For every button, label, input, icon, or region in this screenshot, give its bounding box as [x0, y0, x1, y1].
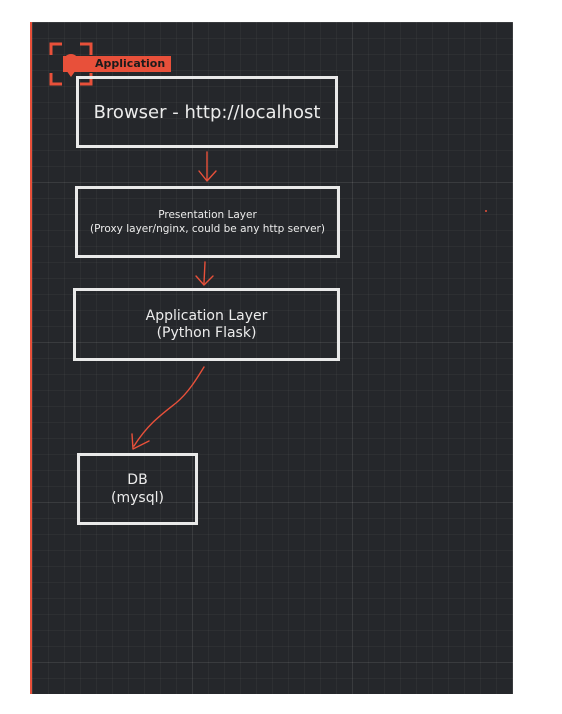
db-box-line-1: DB — [127, 472, 148, 488]
browser-box[interactable]: Browser - http://localhost — [76, 76, 338, 148]
db-box[interactable]: DB (mysql) — [77, 453, 198, 525]
frame-label[interactable]: Application — [63, 56, 172, 72]
presentation-box-line-2: (Proxy layer/nginx, could be any http se… — [90, 223, 325, 235]
stray-mark — [485, 210, 487, 212]
presentation-layer-box[interactable]: Presentation Layer (Proxy layer/nginx, c… — [75, 186, 340, 258]
browser-box-line-1: Browser - http://localhost — [93, 101, 321, 123]
presentation-box-line-1: Presentation Layer — [158, 209, 257, 221]
application-box-line-1: Application Layer — [145, 307, 268, 324]
application-box-line-2: (Python Flask) — [156, 324, 257, 341]
application-layer-box[interactable]: Application Layer (Python Flask) — [73, 288, 340, 361]
db-box-line-2: (mysql) — [111, 490, 164, 506]
